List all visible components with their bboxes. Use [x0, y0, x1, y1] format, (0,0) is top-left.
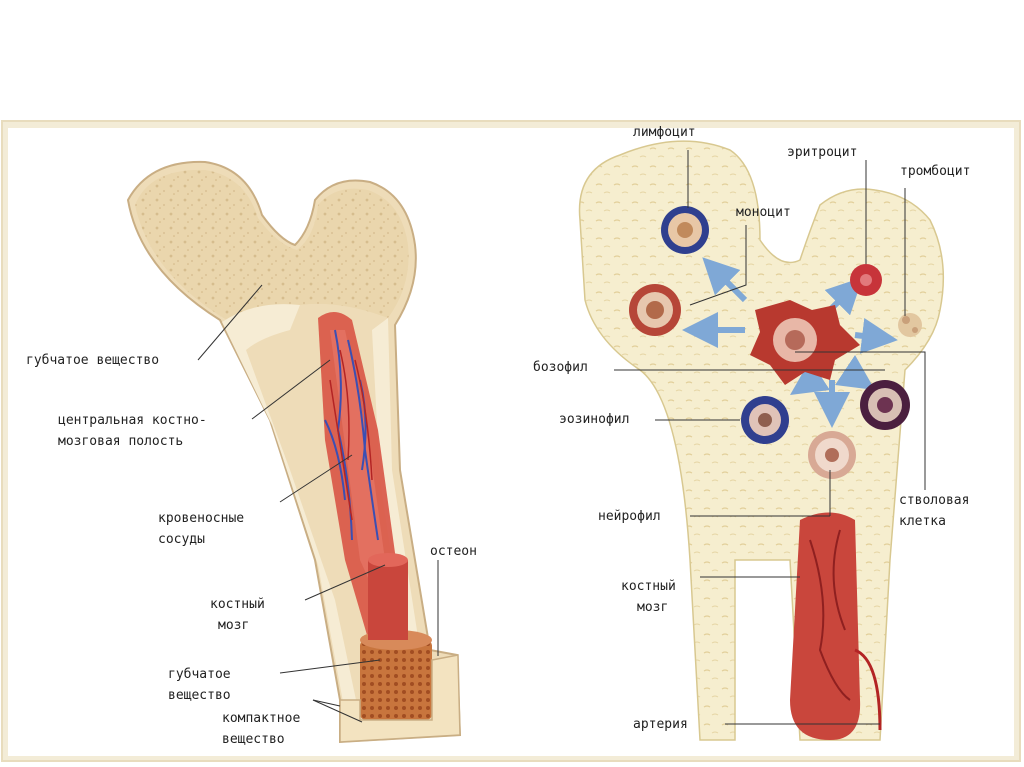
- left-compact-wall-left: [222, 304, 356, 702]
- label-eosinophil: эозинофил: [559, 412, 630, 427]
- label-bone-marrow-right: костный мозг: [621, 579, 676, 615]
- label-bone-marrow-left: костный мозг: [210, 597, 265, 633]
- lymphocyte-cell: [661, 206, 709, 254]
- left-femur: [126, 160, 462, 744]
- monocyte-cell: [629, 284, 681, 336]
- erythrocyte-cell: [850, 264, 882, 296]
- label-spongy-substance-top: губчатое вещество: [26, 353, 160, 368]
- label-erythrocyte: эритроцит: [787, 145, 858, 160]
- left-compact-wall-right: [372, 318, 420, 650]
- label-lymphocyte: лимфоцит: [633, 125, 696, 140]
- left-leaders: [197, 284, 439, 723]
- thrombocyte-cell: [898, 313, 922, 337]
- basophil-cell: [860, 380, 910, 430]
- label-compact-substance: компактное вещество: [222, 711, 301, 747]
- label-osteon: остеон: [430, 544, 477, 559]
- right-marrow: [790, 512, 861, 740]
- label-central-marrow-cavity: центральная костно- мозговая полость: [58, 413, 207, 449]
- label-basophil: бозофил: [533, 360, 588, 375]
- blood-cells: [629, 206, 922, 479]
- label-thrombocyte: тромбоцит: [900, 164, 971, 179]
- label-blood-vessels: кровеносные сосуды: [158, 511, 245, 547]
- label-stem-cell: стволовая клетка: [899, 493, 970, 529]
- left-bone-head-spongy: [135, 169, 409, 322]
- neutrophil-cell: [808, 431, 856, 479]
- label-neutrophil: нейрофил: [598, 509, 661, 524]
- left-compact-base: [339, 654, 461, 743]
- stem-cell: [750, 300, 860, 385]
- label-spongy-substance-bottom: губчатое вещество: [168, 667, 231, 703]
- label-artery: артерия: [633, 717, 688, 732]
- left-spongy-cylinder: [360, 640, 432, 720]
- label-monocyte: моноцит: [736, 205, 791, 220]
- eosinophil-cell: [741, 396, 789, 444]
- right-leaders: [614, 150, 926, 725]
